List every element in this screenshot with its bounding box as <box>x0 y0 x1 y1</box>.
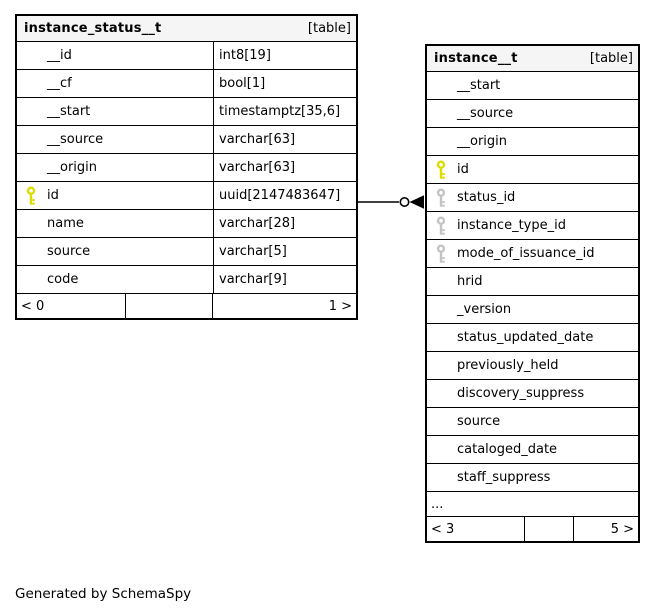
column-type: varchar[9] <box>213 266 356 293</box>
column-row-primary-key: id <box>427 156 638 184</box>
table-node-instance-status-t[interactable]: instance_status__t [table] __id int8[19]… <box>15 14 358 320</box>
footer-spacer <box>126 294 213 318</box>
column-name: hrid <box>457 274 483 289</box>
column-type: bool[1] <box>213 70 356 97</box>
column-type: varchar[63] <box>213 126 356 153</box>
foreign-key-icon <box>436 215 446 235</box>
column-row: __id int8[19] <box>17 42 356 70</box>
column-row: __start timestamptz[35,6] <box>17 98 356 126</box>
column-type: int8[19] <box>213 42 356 69</box>
column-type: varchar[5] <box>213 238 356 265</box>
column-row-foreign-key: mode_of_issuance_id <box>427 240 638 268</box>
column-name: __start <box>457 78 501 93</box>
foreign-key-icon <box>436 243 446 263</box>
column-row: name varchar[28] <box>17 210 356 238</box>
column-name: __source <box>47 132 104 147</box>
column-name: __origin <box>457 134 508 149</box>
primary-key-icon <box>26 185 36 205</box>
column-row: status_updated_date <box>427 324 638 352</box>
table-node-instance-t[interactable]: instance__t [table] __start __source __o… <box>425 44 640 543</box>
column-row: hrid <box>427 268 638 296</box>
column-row: code varchar[9] <box>17 266 356 294</box>
column-name: status_updated_date <box>457 330 594 345</box>
column-type: varchar[63] <box>213 154 356 181</box>
column-name: __start <box>47 104 91 119</box>
table-type-badge: [table] <box>307 21 351 36</box>
column-name: code <box>47 272 79 287</box>
table-title: instance__t <box>434 51 518 66</box>
column-row: cataloged_date <box>427 436 638 464</box>
column-row: __source varchar[63] <box>17 126 356 154</box>
column-row: __origin <box>427 128 638 156</box>
column-row-foreign-key: instance_type_id <box>427 212 638 240</box>
column-row: previously_held <box>427 352 638 380</box>
primary-key-icon <box>436 159 446 179</box>
column-name: source <box>457 414 501 429</box>
table-title: instance_status__t <box>24 21 162 36</box>
degree-footer: < 3 5 > <box>427 517 638 541</box>
column-name: id <box>47 188 59 203</box>
column-row: source varchar[5] <box>17 238 356 266</box>
table-header-instance-status-t[interactable]: instance_status__t [table] <box>17 16 356 42</box>
column-name: source <box>47 244 91 259</box>
column-name: __id <box>47 48 72 63</box>
column-type: timestamptz[35,6] <box>213 98 356 125</box>
degree-footer: < 0 1 > <box>17 294 356 318</box>
fk-relationship-connector <box>358 195 424 209</box>
generator-credit: Generated by SchemaSpy <box>15 586 192 602</box>
table-type-badge: [table] <box>589 51 633 66</box>
column-row: source <box>427 408 638 436</box>
outgoing-degree: 5 > <box>610 521 634 537</box>
column-row: __start <box>427 72 638 100</box>
column-name: status_id <box>457 190 516 205</box>
outgoing-degree: 1 > <box>328 298 352 314</box>
footer-spacer <box>525 517 574 541</box>
column-row: __origin varchar[63] <box>17 154 356 182</box>
column-name: previously_held <box>457 358 559 373</box>
incoming-degree: < 3 <box>427 517 525 541</box>
column-name: staff_suppress <box>457 470 551 485</box>
column-type: uuid[2147483647] <box>213 182 356 209</box>
column-name: __cf <box>47 76 72 91</box>
column-row: _version <box>427 296 638 324</box>
foreign-key-icon <box>436 187 446 207</box>
hidden-columns-ellipsis: ... <box>427 492 638 517</box>
column-row: staff_suppress <box>427 464 638 492</box>
column-row-foreign-key: status_id <box>427 184 638 212</box>
column-name: name <box>47 216 84 231</box>
column-name: cataloged_date <box>457 442 558 457</box>
column-name: _version <box>457 302 512 317</box>
column-type: varchar[28] <box>213 210 356 237</box>
column-name: instance_type_id <box>457 218 566 233</box>
column-row: __source <box>427 100 638 128</box>
column-row: discovery_suppress <box>427 380 638 408</box>
column-name: __source <box>457 106 514 121</box>
table-header-instance-t[interactable]: instance__t [table] <box>427 46 638 72</box>
column-name: __origin <box>47 160 98 175</box>
column-row: __cf bool[1] <box>17 70 356 98</box>
column-name: discovery_suppress <box>457 386 585 401</box>
column-row-primary-key: id uuid[2147483647] <box>17 182 356 210</box>
incoming-degree: < 0 <box>17 294 126 318</box>
column-name: mode_of_issuance_id <box>457 246 595 261</box>
column-name: id <box>457 162 469 177</box>
